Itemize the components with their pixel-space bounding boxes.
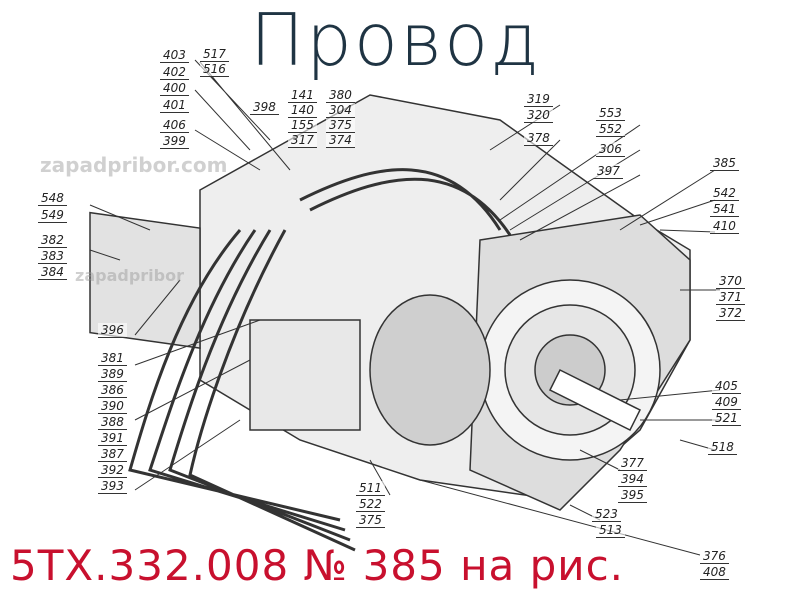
callout: 155 (288, 118, 317, 133)
callout: 388 (98, 415, 127, 430)
callout: 400 (160, 81, 189, 96)
callout: 141 (288, 88, 317, 103)
callout: 382 (38, 233, 67, 248)
callout: 405 (712, 379, 741, 394)
watermark: zapadpribor.com (40, 153, 228, 177)
watermark-short: zapadpribor (75, 266, 184, 285)
callout: 549 (38, 208, 67, 223)
callout: 374 (326, 133, 355, 148)
callout: 409 (712, 395, 741, 410)
callout: 398 (250, 100, 279, 115)
callout: 378 (524, 131, 553, 146)
callout: 511 (356, 481, 385, 496)
callout: 541 (710, 202, 739, 217)
callout: 548 (38, 191, 67, 206)
callout: 516 (200, 62, 229, 77)
callout: 408 (700, 565, 729, 580)
callout: 521 (712, 411, 741, 426)
callout: 402 (160, 65, 189, 80)
leader-lines (89, 59, 721, 556)
callout: 375 (356, 513, 385, 528)
callout: 320 (524, 108, 553, 123)
callout: 403 (160, 48, 189, 63)
callout: 390 (98, 399, 127, 414)
callout: 517 (200, 47, 229, 62)
callout: 399 (160, 134, 189, 149)
callout: 513 (596, 523, 625, 538)
callout: 375 (326, 118, 355, 133)
callout: 383 (38, 249, 67, 264)
cables (128, 229, 356, 552)
callout: 542 (710, 186, 739, 201)
callout: 395 (618, 488, 647, 503)
callout: 387 (98, 447, 127, 462)
callout: 370 (716, 274, 745, 289)
callout: 553 (596, 106, 625, 121)
callout: 377 (618, 456, 647, 471)
callout: 380 (326, 88, 355, 103)
callout: 396 (98, 323, 127, 338)
callout: 397 (594, 164, 623, 179)
callout: 552 (596, 122, 625, 137)
top-cables (299, 168, 512, 236)
callout: 392 (98, 463, 127, 478)
callout: 410 (710, 219, 739, 234)
callout: 522 (356, 497, 385, 512)
callout: 317 (288, 133, 317, 148)
callout: 394 (618, 472, 647, 487)
callout: 523 (592, 507, 621, 522)
rotor-opening (369, 294, 491, 446)
callout: 304 (326, 103, 355, 118)
callout: 386 (98, 383, 127, 398)
callout: 393 (98, 479, 127, 494)
callout: 381 (98, 351, 127, 366)
page-title: Провод (250, 0, 541, 82)
callout: 376 (700, 549, 729, 564)
callout: 140 (288, 103, 317, 118)
callout: 384 (38, 265, 67, 280)
callout: 389 (98, 367, 127, 382)
callout: 319 (524, 92, 553, 107)
callout: 391 (98, 431, 127, 446)
shaft (548, 368, 642, 432)
part-number-caption: 5ТХ.332.008 № 385 на рис. (10, 541, 625, 590)
terminal-box-front (249, 319, 361, 431)
callout: 406 (160, 118, 189, 133)
callout: 372 (716, 306, 745, 321)
callout: 306 (596, 142, 625, 157)
callout: 385 (710, 156, 739, 171)
callout: 371 (716, 290, 745, 305)
callout: 518 (708, 440, 737, 455)
callout: 401 (160, 98, 189, 113)
